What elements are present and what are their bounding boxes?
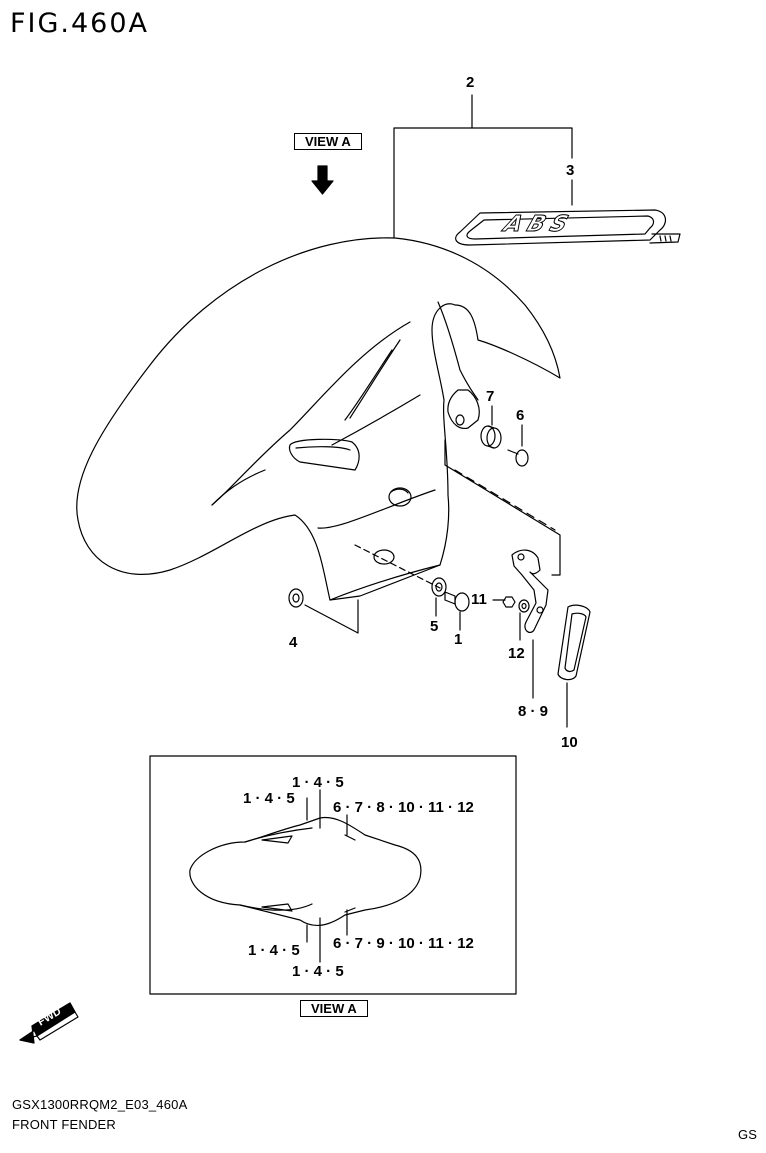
screw-part-1 bbox=[444, 591, 470, 612]
bracket-part-8-9 bbox=[511, 549, 549, 634]
bolt-part-6 bbox=[507, 449, 529, 467]
callout-1: 1 bbox=[454, 631, 463, 648]
view-a-callout-bottom-outer: 1 · 4 · 5 bbox=[292, 963, 344, 980]
view-a-callout-bottom-left: 1 · 4 · 5 bbox=[248, 942, 300, 959]
callout-4: 4 bbox=[289, 634, 298, 651]
cushion-part-4 bbox=[288, 588, 304, 608]
callout-2-bracket bbox=[393, 94, 573, 239]
view-a-callout-top-outer: 1 · 4 · 5 bbox=[292, 774, 344, 791]
callout-10: 10 bbox=[561, 734, 578, 751]
region-code: GS bbox=[738, 1127, 758, 1142]
view-a-callout-bottom-right: 6 · 7 · 9 · 10 · 11 · 12 bbox=[333, 935, 474, 952]
reflector-part-10 bbox=[557, 604, 591, 681]
fender-inner-edge bbox=[437, 301, 479, 401]
fwd-arrow-icon bbox=[19, 1002, 79, 1044]
view-a-panel bbox=[149, 755, 517, 995]
fender-crease-2 bbox=[344, 349, 393, 421]
nut-part-11 bbox=[492, 596, 516, 608]
model-code: GSX1300RRQM2_E03_460A bbox=[12, 1097, 188, 1112]
view-a-arrow-icon bbox=[311, 165, 334, 195]
callout-11: 11 bbox=[471, 591, 487, 608]
callout-7: 7 bbox=[486, 388, 495, 405]
washer-part-12 bbox=[518, 599, 530, 613]
front-fender-outline bbox=[76, 237, 561, 601]
callout-3: 3 bbox=[566, 162, 575, 179]
view-a-label-bottom: VIEW A bbox=[300, 1000, 368, 1017]
fender-air-duct bbox=[288, 438, 360, 471]
fender-mount-hole-rear bbox=[388, 487, 412, 507]
view-a-callout-top-right: 6 · 7 · 8 · 10 · 11 · 12 bbox=[333, 799, 474, 816]
view-a-label-top: VIEW A bbox=[294, 133, 362, 150]
view-a-fender-outline bbox=[189, 816, 422, 927]
fender-mount-tab bbox=[447, 389, 480, 430]
fender-crease-4 bbox=[211, 469, 266, 506]
callout-2: 2 bbox=[466, 74, 475, 91]
grommet-part-7 bbox=[480, 425, 502, 449]
callout-8-9: 8 · 9 bbox=[518, 703, 549, 720]
callout-5: 5 bbox=[430, 618, 439, 635]
callout-6: 6 bbox=[516, 407, 525, 424]
abs-emblem-text: ABS bbox=[500, 212, 578, 238]
callout-12: 12 bbox=[508, 645, 525, 662]
fender-lower-lip bbox=[317, 489, 436, 529]
fender-inner-side bbox=[211, 321, 411, 506]
abs-emblem-part-3 bbox=[455, 209, 681, 246]
washer-part-5 bbox=[431, 577, 447, 597]
fender-mount-hole-front bbox=[373, 549, 395, 565]
fender-lower-edge bbox=[329, 564, 441, 601]
view-a-callout-top-left: 1 · 4 · 5 bbox=[243, 790, 295, 807]
part-name: FRONT FENDER bbox=[12, 1117, 116, 1132]
figure-title: FIG.460A bbox=[10, 8, 150, 39]
fender-crease-1 bbox=[349, 339, 401, 419]
